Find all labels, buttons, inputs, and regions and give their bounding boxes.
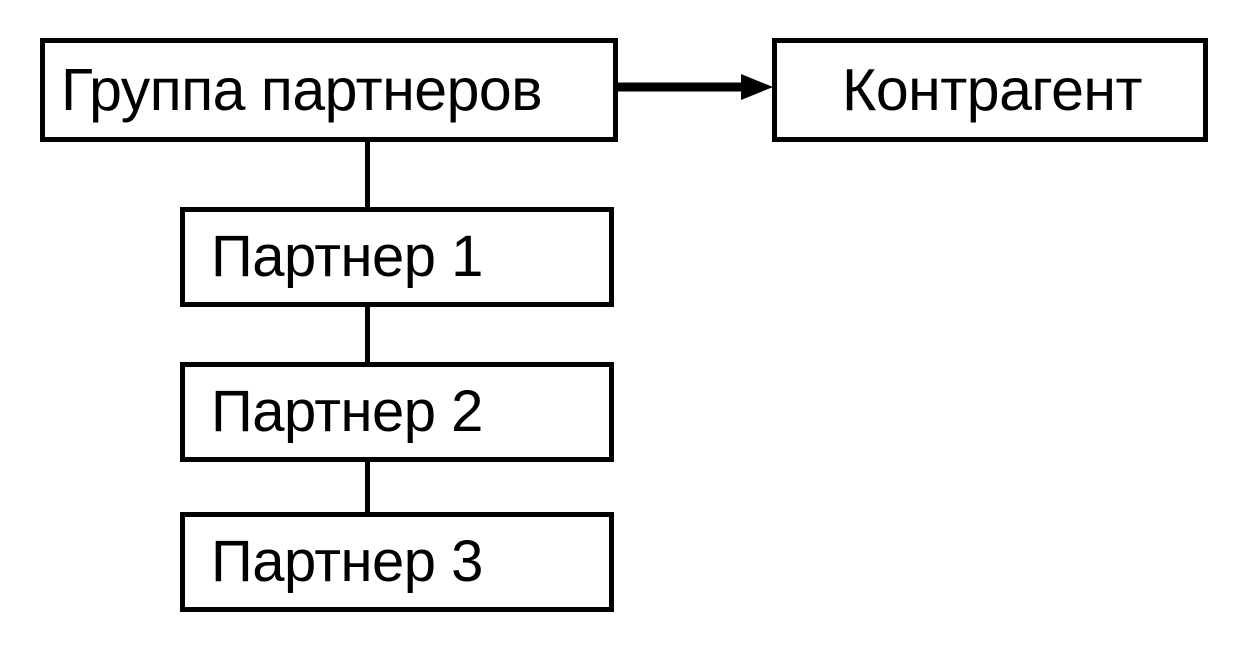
node-partner-3[interactable]: Партнер 3 [180, 512, 614, 612]
node-partner-group[interactable]: Группа партнеров [40, 38, 618, 142]
node-partner-group-label: Группа партнеров [61, 56, 543, 123]
node-counterparty[interactable]: Контрагент [772, 38, 1208, 142]
node-partner-2-label: Партнер 2 [211, 379, 483, 444]
node-counterparty-label: Контрагент [841, 56, 1143, 123]
node-partner-3-label: Партнер 3 [211, 529, 483, 594]
arrow-group-to-counterparty [613, 72, 777, 102]
arrow-icon [613, 74, 773, 100]
node-partner-1-label: Партнер 1 [211, 224, 483, 289]
connector-group-to-partner-1 [365, 137, 370, 213]
connector-partner-2-to-partner-3 [365, 457, 370, 517]
connector-partner-1-to-partner-2 [365, 302, 370, 368]
node-partner-1[interactable]: Партнер 1 [180, 207, 614, 307]
node-partner-2[interactable]: Партнер 2 [180, 362, 614, 462]
